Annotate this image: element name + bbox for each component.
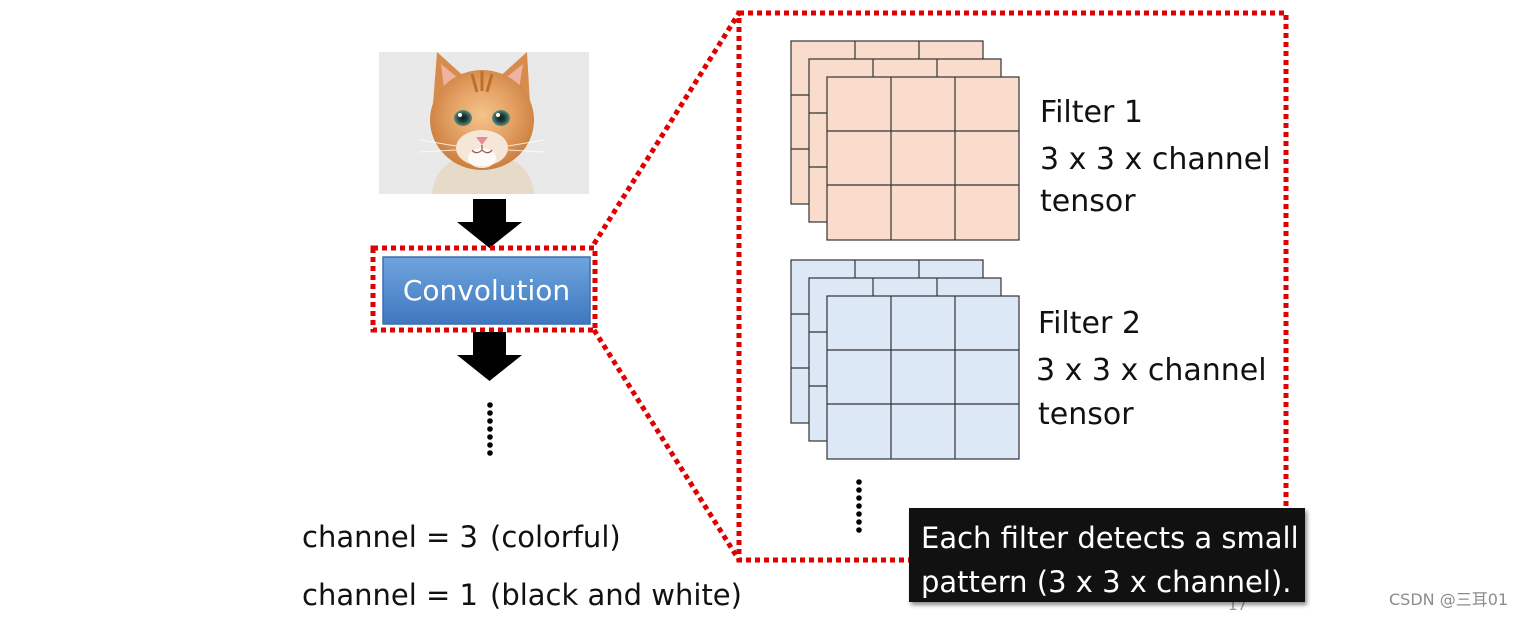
channel-1-equation: channel = 1 — [302, 578, 478, 612]
filter-1-stack — [790, 40, 1020, 241]
zoom-line-top — [591, 11, 742, 246]
filter-2-shape: 3 x 3 x channel — [1036, 353, 1267, 388]
filter-1-kind: tensor — [1040, 184, 1136, 219]
vertical-ellipsis-icon — [856, 479, 862, 533]
down-arrow-icon — [457, 199, 522, 248]
channel-1-description: (black and white) — [490, 578, 742, 612]
channel-3-equation: channel = 3 — [302, 520, 478, 554]
filter-explanation-callout: Each filter detects a small pattern (3 x… — [909, 508, 1305, 602]
filter-1-shape: 3 x 3 x channel — [1040, 142, 1271, 177]
watermark: CSDN @三耳01 — [1389, 590, 1509, 609]
convolution-box — [382, 256, 591, 325]
down-arrow-icon — [457, 332, 522, 381]
zoom-line-bottom — [591, 328, 742, 562]
filter-2-name: Filter 2 — [1038, 306, 1141, 341]
callout-line-2: pattern (3 x 3 x channel). — [921, 565, 1292, 599]
filters-dashed-box — [736, 10, 1289, 563]
filter-2-stack — [790, 259, 1020, 460]
convolution-dashed-outline — [370, 245, 598, 333]
cat-input-image — [379, 52, 589, 194]
channel-3-description: (colorful) — [490, 520, 621, 554]
filter-1-name: Filter 1 — [1040, 95, 1143, 130]
vertical-ellipsis-icon — [487, 402, 493, 456]
callout-line-1: Each filter detects a small — [921, 521, 1299, 555]
filter-2-kind: tensor — [1038, 397, 1134, 432]
